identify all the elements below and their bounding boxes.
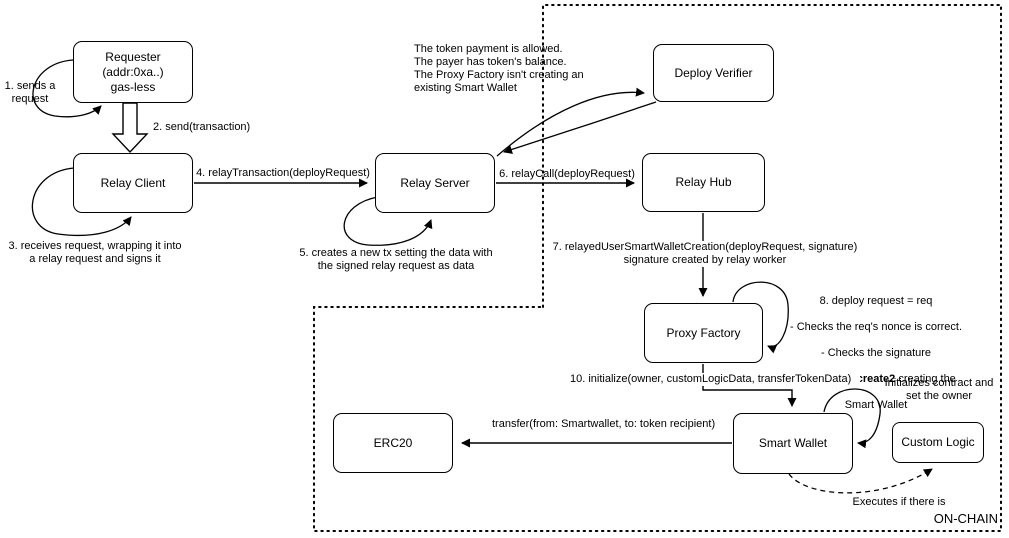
label-step9-create2: create2	[856, 373, 896, 385]
selfloop-smart-wallet	[823, 388, 881, 449]
label-step4-relaytransaction: 4. relayTransaction(deployRequest)	[196, 167, 370, 179]
onchain-boundary	[313, 4, 1002, 532]
label-transfer: transfer(from: Smartwallet, to: token re…	[492, 418, 716, 430]
connector-server-to-verifier	[496, 87, 645, 157]
label-step5-creates-new-tx: 5. creates a new tx setting the data wit…	[299, 247, 493, 272]
block-arrow-send-transaction	[111, 102, 149, 154]
connector-verifier-to-server	[503, 101, 657, 154]
label-onchain: ON-CHAIN	[933, 511, 998, 526]
label-step8-9-factory-checks: 8. deploy request = req - Checks the req…	[776, 282, 976, 412]
label-step8-line3: - Checks the signature	[820, 347, 932, 359]
selfloop-relay-server	[343, 196, 433, 246]
node-erc20: ERC20	[333, 413, 453, 473]
selfloop-proxy-factory	[732, 281, 789, 354]
label-step9-line2: Smart Wallet	[844, 399, 908, 411]
node-relay-server: Relay Server	[375, 153, 495, 213]
node-deploy-verifier: Deploy Verifier	[653, 44, 774, 102]
label-step7-relayed-creation: 7. relayedUserSmartWalletCreation(deploy…	[545, 241, 865, 267]
label-verifier-checks-note: The token payment is allowed. The payer …	[414, 43, 584, 94]
node-smart-wallet: Smart Wallet	[733, 413, 853, 474]
selfloop-requester	[32, 59, 102, 118]
label-step3-receives-request: 3. receives request, wrapping it into a …	[8, 240, 182, 265]
label-step10-initialize: 10. initialize(owner, customLogicData, t…	[570, 373, 860, 386]
label-executes-if-there-is: Executes if there is	[852, 496, 946, 508]
label-step9-post: creating the	[895, 373, 956, 385]
label-step1-sends-request: 1. sends a request	[4, 80, 56, 105]
node-relay-hub: Relay Hub	[642, 153, 765, 212]
label-initializes-contract: Initializes contract and set the owner	[884, 377, 994, 402]
selfloop-relay-client	[31, 167, 132, 237]
label-step2-send-transaction: 2. send(transaction)	[153, 121, 251, 133]
node-requester: Requester (addr:0xa..) gas-less	[73, 41, 193, 103]
node-relay-client: Relay Client	[73, 153, 193, 213]
label-step6-relaycall: 6. relayCall(deployRequest)	[499, 168, 635, 180]
label-step8-line2: - Checks the req's nonce is correct.	[789, 321, 963, 333]
label-step8-line1: 8. deploy request = req	[819, 295, 933, 307]
node-proxy-factory: Proxy Factory	[644, 303, 763, 363]
node-custom-logic: Custom Logic	[892, 422, 984, 463]
connector-executes-custom-logic	[788, 468, 933, 494]
